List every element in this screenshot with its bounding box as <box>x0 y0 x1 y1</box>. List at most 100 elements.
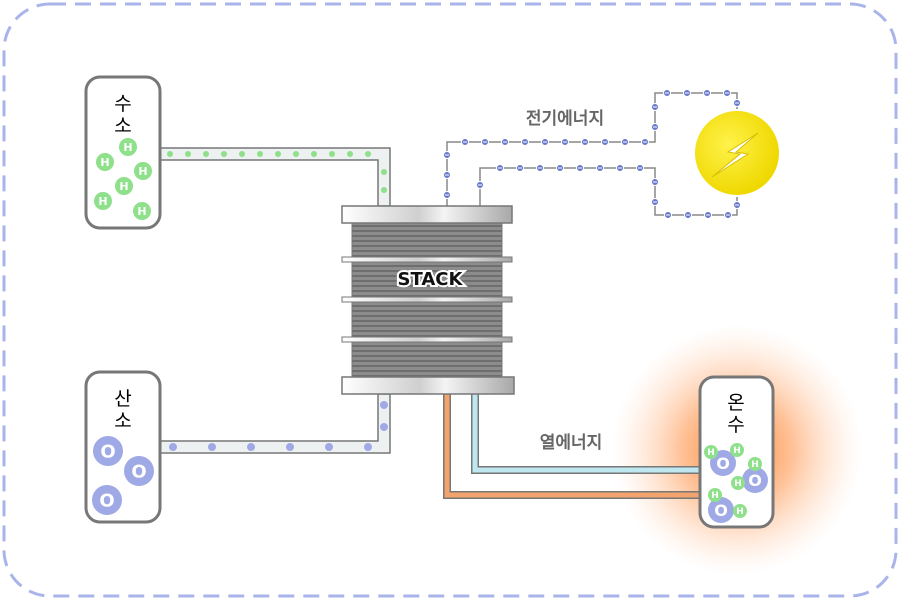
hydrogen-atom: H <box>133 202 151 220</box>
oxygen-atom: O <box>124 456 154 486</box>
electron <box>664 211 672 219</box>
electron <box>596 164 604 172</box>
electron <box>663 89 671 97</box>
hydrogen-particle <box>257 151 263 157</box>
electron <box>684 211 692 219</box>
tank-label: 온 <box>727 392 744 414</box>
hydrogen-atom: H <box>704 445 718 459</box>
svg-text:H: H <box>138 165 147 178</box>
svg-text:O: O <box>100 441 115 462</box>
svg-text:H: H <box>137 205 146 218</box>
oxygen-atom: O <box>742 467 768 493</box>
oxygen-particle <box>364 443 372 451</box>
electric-energy-label: 전기에너지 <box>526 109 604 129</box>
oxygen-particle <box>208 443 216 451</box>
hydrogen-atom: H <box>115 177 133 195</box>
electron <box>516 164 524 172</box>
electron <box>581 138 589 146</box>
electron <box>616 164 624 172</box>
electron <box>733 201 741 209</box>
oxygen-atom: O <box>708 497 734 523</box>
oxygen-particle <box>247 443 255 451</box>
hydrogen-pipe <box>159 147 391 207</box>
electron <box>733 99 741 107</box>
oxygen-atom: O <box>93 436 123 466</box>
cold-water-pipe <box>471 394 700 474</box>
electron <box>536 164 544 172</box>
electron <box>576 164 584 172</box>
electron <box>651 123 659 131</box>
svg-text:O: O <box>714 501 728 520</box>
hydrogen-particle <box>275 151 281 157</box>
hydrogen-atom: H <box>134 162 152 180</box>
electron <box>561 138 569 146</box>
stack-label: STACK <box>398 269 464 290</box>
svg-text:O: O <box>131 461 146 482</box>
electron <box>556 164 564 172</box>
svg-text:H: H <box>98 195 107 208</box>
svg-text:O: O <box>748 471 762 490</box>
svg-text:O: O <box>99 490 114 511</box>
electron <box>541 138 549 146</box>
hydrogen-particle <box>185 151 191 157</box>
electron <box>723 89 731 97</box>
electron <box>651 103 659 111</box>
hydrogen-particle <box>381 169 387 175</box>
electron <box>703 89 711 97</box>
hydrogen-particle <box>365 151 371 157</box>
fuel-cell-stack: STACK <box>341 205 515 395</box>
power-output <box>693 109 781 197</box>
oxygen-tank: 산 소 OOO <box>84 370 162 524</box>
svg-text:H: H <box>751 460 759 470</box>
svg-text:H: H <box>100 156 109 169</box>
electron <box>521 138 529 146</box>
electron <box>496 164 504 172</box>
svg-text:H: H <box>734 479 742 489</box>
electron <box>461 138 469 146</box>
electron <box>501 138 509 146</box>
hydrogen-particle <box>203 151 209 157</box>
hydrogen-particle <box>311 151 317 157</box>
oxygen-particle <box>325 443 333 451</box>
electron <box>601 138 609 146</box>
electron <box>443 151 451 159</box>
oxygen-pipe <box>159 393 391 454</box>
svg-text:H: H <box>707 448 715 458</box>
electron <box>641 138 649 146</box>
hydrogen-atom: H <box>708 488 722 502</box>
oxygen-particle <box>380 423 388 431</box>
svg-text:O: O <box>716 454 730 473</box>
hydrogen-particle <box>329 151 335 157</box>
hydrogen-atom: H <box>96 153 114 171</box>
hydrogen-particle <box>167 151 173 157</box>
electron <box>621 138 629 146</box>
electron <box>651 178 659 186</box>
hydrogen-atom: H <box>733 504 747 518</box>
electron <box>481 138 489 146</box>
svg-text:H: H <box>733 446 741 456</box>
hydrogen-atom: H <box>730 443 744 457</box>
oxygen-atom: O <box>710 450 736 476</box>
electron <box>476 181 484 189</box>
hot-water-pipe <box>443 394 700 499</box>
hydrogen-atom: H <box>731 476 745 490</box>
oxygen-particle <box>380 401 388 409</box>
hydrogen-particle <box>221 151 227 157</box>
hydrogen-particle <box>239 151 245 157</box>
electron <box>651 198 659 206</box>
hydrogen-atom: H <box>748 457 762 471</box>
electron <box>636 164 644 172</box>
oxygen-atom: O <box>92 485 122 515</box>
hydrogen-particle <box>293 151 299 157</box>
tank-label: 수 <box>114 93 131 115</box>
tank-label: 산 <box>114 388 131 410</box>
hydrogen-particle <box>347 151 353 157</box>
svg-text:H: H <box>123 141 132 154</box>
oxygen-particle <box>169 443 177 451</box>
hydrogen-atom: H <box>94 192 112 210</box>
electron <box>704 211 712 219</box>
